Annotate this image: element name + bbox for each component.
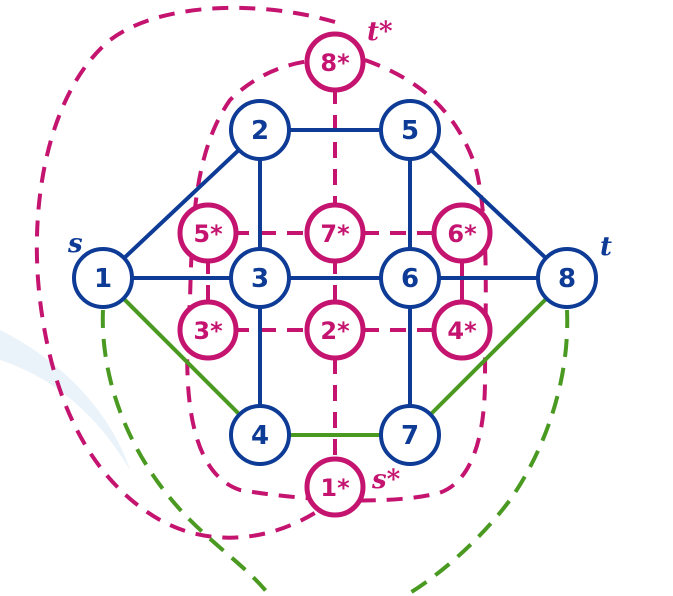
tree-edge-7-8 [408,276,569,437]
dual-node-label: 4* [447,317,477,345]
dual-node-7: 7* [304,202,366,264]
node-3: 3 [229,247,291,309]
dual-node-label: 7* [320,220,350,248]
dual-outer-loop [34,5,342,540]
node-label: 6 [401,264,419,294]
dual-target-tag: t* [367,17,393,47]
dual-node-5: 5* [177,202,239,264]
dual-node-label: 6* [447,220,477,248]
node-8: 8 [536,247,598,309]
node-label: 4 [251,421,269,451]
background-swoosh [0,330,130,470]
dual-node-4: 4* [431,299,493,361]
node-label: 2 [251,116,269,146]
tree-dashed-loop-right [403,309,570,596]
dual-node-2: 2* [304,299,366,361]
node-6: 6 [379,247,441,309]
dual-inner-loop [185,57,488,503]
edge-1-2 [101,128,262,280]
dual-node-3: 3* [177,299,239,361]
dual-node-label: 1* [320,474,350,502]
node-7: 7 [379,404,441,466]
edge-5-8 [408,128,569,280]
node-1: 1 [72,247,134,309]
dual-node-label: 3* [193,317,223,345]
dual-source-tag: s* [371,465,401,495]
dual-node-label: 2* [320,317,350,345]
dual-node-label: 8* [320,49,350,77]
node-label: 7 [401,421,419,451]
tree-edge-1-4 [101,276,262,437]
dual-node-6: 6* [431,202,493,264]
target-tag: t [600,232,612,262]
node-label: 1 [94,264,112,294]
node-label: 8 [558,264,576,294]
dual-node-1: 1* [304,456,366,518]
dual-node-label: 5* [193,220,223,248]
source-tag: s [67,229,83,259]
node-label: 3 [251,264,269,294]
node-label: 5 [401,116,419,146]
dual-node-8: 8* [304,31,366,93]
tree-dashed-loop [100,309,272,596]
node-2: 2 [229,99,291,161]
node-5: 5 [379,99,441,161]
node-4: 4 [229,404,291,466]
